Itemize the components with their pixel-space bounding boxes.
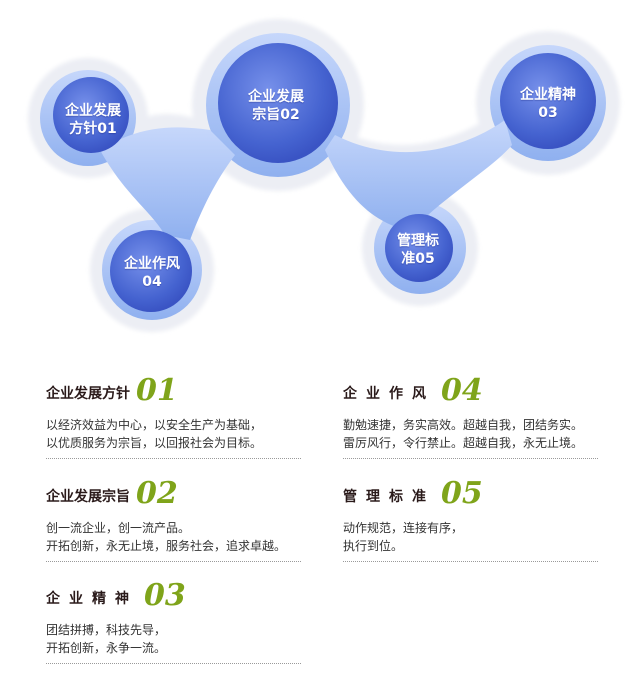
section-header: 企业发展方针 01 xyxy=(46,374,301,406)
dotted-divider xyxy=(343,458,598,459)
dotted-divider xyxy=(46,561,301,562)
section-title: 企业发展宗旨 xyxy=(46,489,130,505)
section-number: 03 xyxy=(144,578,186,613)
dotted-divider xyxy=(46,458,301,459)
bubble-1-ball xyxy=(53,77,129,153)
section-number: 05 xyxy=(441,476,483,511)
section-purpose: 企业发展宗旨 02 创一流企业，创一流产品。 开拓创新，永无止境，服务社会，追求… xyxy=(46,477,301,562)
section-title: 企业作风 xyxy=(343,386,435,402)
section-header: 企业发展宗旨 02 xyxy=(46,477,301,509)
bubble-2-ball xyxy=(218,43,338,163)
diagram-balls xyxy=(53,43,596,312)
bubble-label-05[interactable]: 管理标 准05 xyxy=(397,233,439,267)
section-number: 04 xyxy=(441,373,483,408)
dotted-divider xyxy=(343,561,598,562)
bubble-label-01[interactable]: 企业发展 方针01 xyxy=(65,103,121,137)
section-header: 企业作风 04 xyxy=(343,374,598,406)
section-style: 企业作风 04 勤勉速捷，务实高效。超越自我，团结务实。 雷厉风行，令行禁止。超… xyxy=(343,374,598,459)
section-header: 企业精神 03 xyxy=(46,579,301,611)
bubble-label-04[interactable]: 企业作风 04 xyxy=(124,256,180,290)
section-text: 勤勉速捷，务实高效。超越自我，团结务实。 雷厉风行，令行禁止。超越自我，永无止境… xyxy=(343,418,584,450)
section-policy: 企业发展方针 01 以经济效益为中心，以安全生产为基础， 以优质服务为宗旨，以回… xyxy=(46,374,301,459)
section-text: 动作规范，连接有序， 执行到位。 xyxy=(343,521,464,553)
bubble-label-03[interactable]: 企业精神 03 xyxy=(520,87,576,121)
bubble-3-ball xyxy=(500,53,596,149)
section-text: 以经济效益为中心，以安全生产为基础， 以优质服务为宗旨，以回报社会为目标。 xyxy=(46,418,263,450)
section-text: 团结拼搏，科技先导， 开拓创新，永争一流。 xyxy=(46,623,167,655)
section-number: 01 xyxy=(136,373,178,408)
section-number: 02 xyxy=(136,476,178,511)
section-title: 管理标准 xyxy=(343,489,435,505)
section-text: 创一流企业，创一流产品。 开拓创新，永无止境，服务社会，追求卓越。 xyxy=(46,521,287,553)
bubble-5-ball xyxy=(385,214,453,282)
dotted-divider xyxy=(46,663,301,664)
section-header: 管理标准 05 xyxy=(343,477,598,509)
section-spirit: 企业精神 03 团结拼搏，科技先导， 开拓创新，永争一流。 xyxy=(46,579,301,664)
section-title: 企业发展方针 xyxy=(46,386,130,402)
bubble-4-ball xyxy=(110,230,192,312)
section-title: 企业精神 xyxy=(46,591,138,607)
bubble-label-02[interactable]: 企业发展 宗旨02 xyxy=(248,89,304,123)
section-management: 管理标准 05 动作规范，连接有序， 执行到位。 xyxy=(343,477,598,562)
bubble-diagram xyxy=(28,19,620,332)
